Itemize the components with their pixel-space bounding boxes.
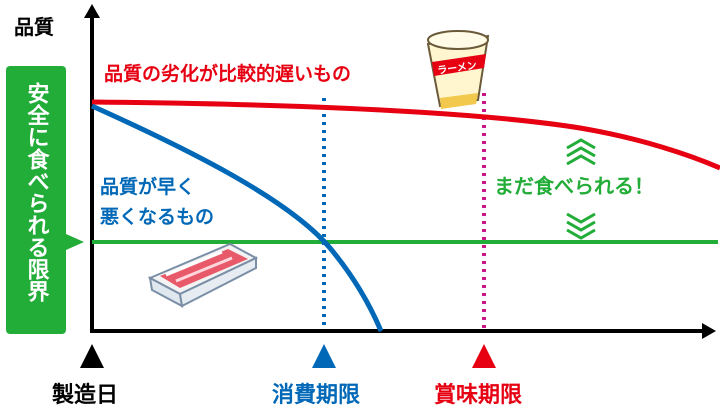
fast-degrading-curve: [90, 103, 384, 332]
up-chevrons-icon: [566, 138, 596, 166]
y-axis-label: 品質: [14, 15, 54, 39]
ramen-cup-text: ラーメン: [437, 59, 478, 76]
manufacture-date-marker: [80, 344, 104, 368]
x-axis-arrowhead: [702, 323, 716, 339]
consume-by-marker: [312, 344, 336, 368]
ramen-cup-icon: ラーメン: [426, 30, 490, 109]
slow-curve-label: 品質の劣化が比較的遅いもの: [104, 62, 351, 85]
down-chevrons-icon: [566, 212, 596, 240]
still-edible-label: まだ食べられる！: [494, 174, 654, 198]
meat-pack-icon: [147, 242, 259, 308]
best-before-marker: [472, 344, 496, 368]
best-before-label: 賞味期限: [434, 382, 522, 408]
fast-curve-label-line1: 品質が早く: [100, 175, 195, 198]
safe-limit-box: [6, 66, 66, 334]
safe-limit-pointer: [66, 234, 84, 250]
safe-limit-label: 安全に食べられる限界: [24, 81, 51, 303]
slow-degrading-curve: [91, 99, 720, 171]
consume-by-label: 消費期限: [272, 383, 360, 408]
manufacture-date-label: 製造日: [51, 382, 118, 408]
fast-curve-label-line2: 悪くなるもの: [100, 206, 214, 228]
y-axis-arrowhead: [84, 4, 100, 18]
